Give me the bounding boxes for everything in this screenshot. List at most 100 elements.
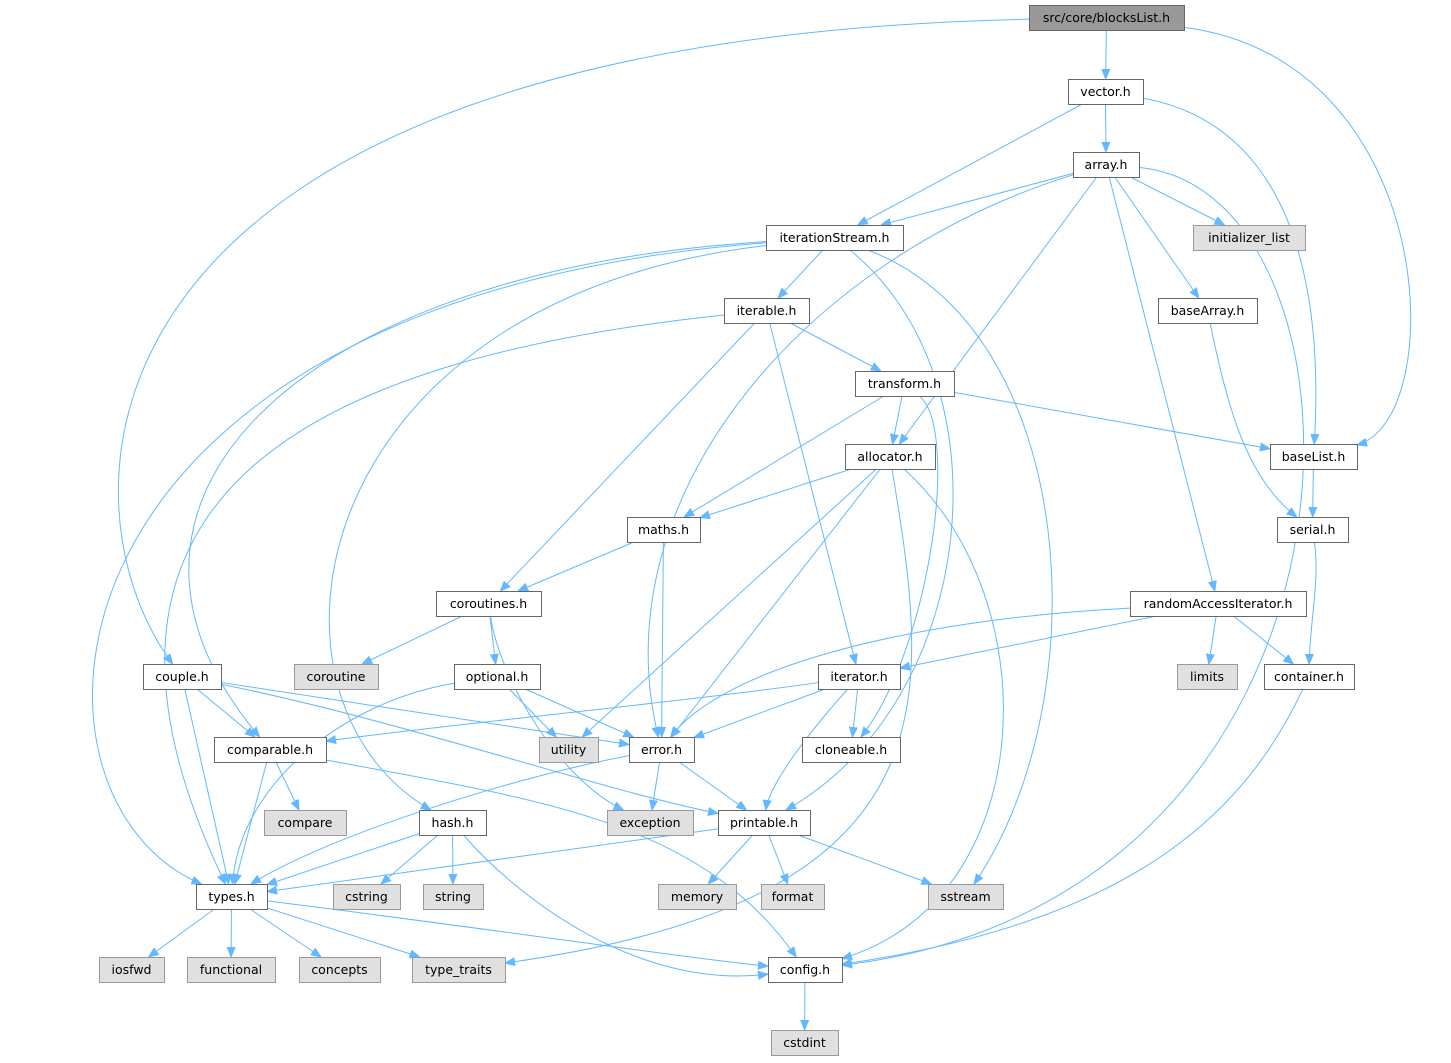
node-label: array.h [1085,157,1128,172]
edge-array-to-error [647,174,1074,737]
node-label: config.h [780,962,830,977]
edge-types-to-concepts [249,908,321,957]
edge-transform-to-maths [684,395,885,517]
node-label: randomAccessIterator.h [1144,596,1293,611]
node-label: exception [619,815,680,830]
node-label: types.h [208,889,254,904]
edge-comparable-to-config [325,759,796,957]
edge-randomAccessIterator-to-error [671,607,1131,737]
edge-randomAccessIterator-to-limits [1209,615,1217,664]
node-iterator[interactable]: iterator.h [818,664,901,690]
node-iosfwd: iosfwd [99,957,165,983]
node-box [658,884,737,910]
node-box [1277,517,1349,543]
node-label: compare [278,815,333,830]
edge-transform-to-cloneable [861,395,939,737]
node-initializer_list: initializer_list [1193,225,1306,251]
node-container[interactable]: container.h [1264,664,1355,690]
node-label: baseArray.h [1171,303,1245,318]
node-maths[interactable]: maths.h [627,517,701,543]
node-baseArray[interactable]: baseArray.h [1158,298,1258,324]
edge-iterable-to-iterator [769,322,856,664]
node-box [412,957,506,983]
edge-error-to-exception [652,761,661,810]
edge-error-to-types [251,755,630,884]
edge-error-to-printable [678,761,746,810]
node-label: iterable.h [737,303,797,318]
node-string: string [423,884,484,910]
edge-couple-to-printable [220,683,718,813]
edge-iterable-to-transform [789,322,881,371]
nodes: src/core/blocksList.h vector.h array.h iter… [99,5,1358,1056]
edge-array-to-allocator [899,176,1098,444]
edge-allocator-to-type_traits [505,468,913,963]
node-box [436,591,542,617]
node-box [1158,298,1258,324]
edge-root-to-couple [118,18,1030,664]
node-cstdint: cstdint [771,1030,839,1056]
node-label: utility [551,742,587,757]
node-box [724,298,810,324]
node-box [99,957,165,983]
node-label: cloneable.h [815,742,887,757]
node-array[interactable]: array.h [1073,152,1140,178]
edge-hash-to-types [267,833,420,885]
node-box [1270,444,1358,470]
node-label: maths.h [638,522,689,537]
node-config[interactable]: config.h [768,957,843,983]
node-comparable[interactable]: comparable.h [214,737,327,763]
edge-array-to-config [842,166,1305,965]
node-box [845,444,936,470]
node-type_traits: type_traits [412,957,506,983]
edge-maths-to-error [662,541,664,737]
node-label: iosfwd [112,962,152,977]
node-printable[interactable]: printable.h [718,810,811,836]
node-error[interactable]: error.h [629,737,695,763]
edge-root-to-vector [1106,29,1107,79]
node-iterable[interactable]: iterable.h [724,298,810,324]
node-randomAccessIterator[interactable]: randomAccessIterator.h [1130,591,1307,617]
node-box [1264,664,1355,690]
edge-randomAccessIterator-to-iterator [900,615,1157,668]
node-label: container.h [1274,669,1344,684]
node-box [768,957,843,983]
edge-comparable-to-types [235,761,268,884]
node-optional[interactable]: optional.h [454,664,541,690]
edge-baseArray-to-serial [1209,322,1297,517]
node-cloneable[interactable]: cloneable.h [802,737,901,763]
node-serial[interactable]: serial.h [1277,517,1349,543]
edge-allocator-to-maths [700,468,852,518]
edge-comparable-to-compare [275,761,299,810]
node-label: allocator.h [857,449,922,464]
node-baseList[interactable]: baseList.h [1270,444,1358,470]
edge-vector-to-baseList [1142,97,1316,444]
edge-hash-to-config [463,834,768,976]
node-label: vector.h [1080,84,1130,99]
node-allocator[interactable]: allocator.h [845,444,936,470]
node-box [333,884,401,910]
node-label: hash.h [432,815,474,830]
node-label: couple.h [155,669,208,684]
node-box [1073,152,1140,178]
node-functional: functional [187,957,276,983]
node-transform[interactable]: transform.h [855,371,955,397]
node-exception: exception [607,810,694,836]
node-types[interactable]: types.h [196,884,268,910]
node-label: iterationStream.h [780,230,890,245]
node-hash[interactable]: hash.h [419,810,487,836]
edge-iterationStream-to-comparable [188,241,767,737]
node-label: src/core/blocksList.h [1043,10,1170,25]
node-box [196,884,268,910]
node-couple[interactable]: couple.h [143,664,222,690]
node-box [1193,225,1306,251]
edge-optional-to-utility [508,688,556,737]
node-box [143,664,222,690]
node-vector[interactable]: vector.h [1068,79,1144,105]
edge-iterationStream-to-hash [328,245,767,810]
node-iterationStream[interactable]: iterationStream.h [766,225,904,251]
node-label: type_traits [425,962,492,977]
edge-iterationStream-to-types [92,242,767,884]
node-coroutines[interactable]: coroutines.h [436,591,542,617]
node-box [761,884,825,910]
